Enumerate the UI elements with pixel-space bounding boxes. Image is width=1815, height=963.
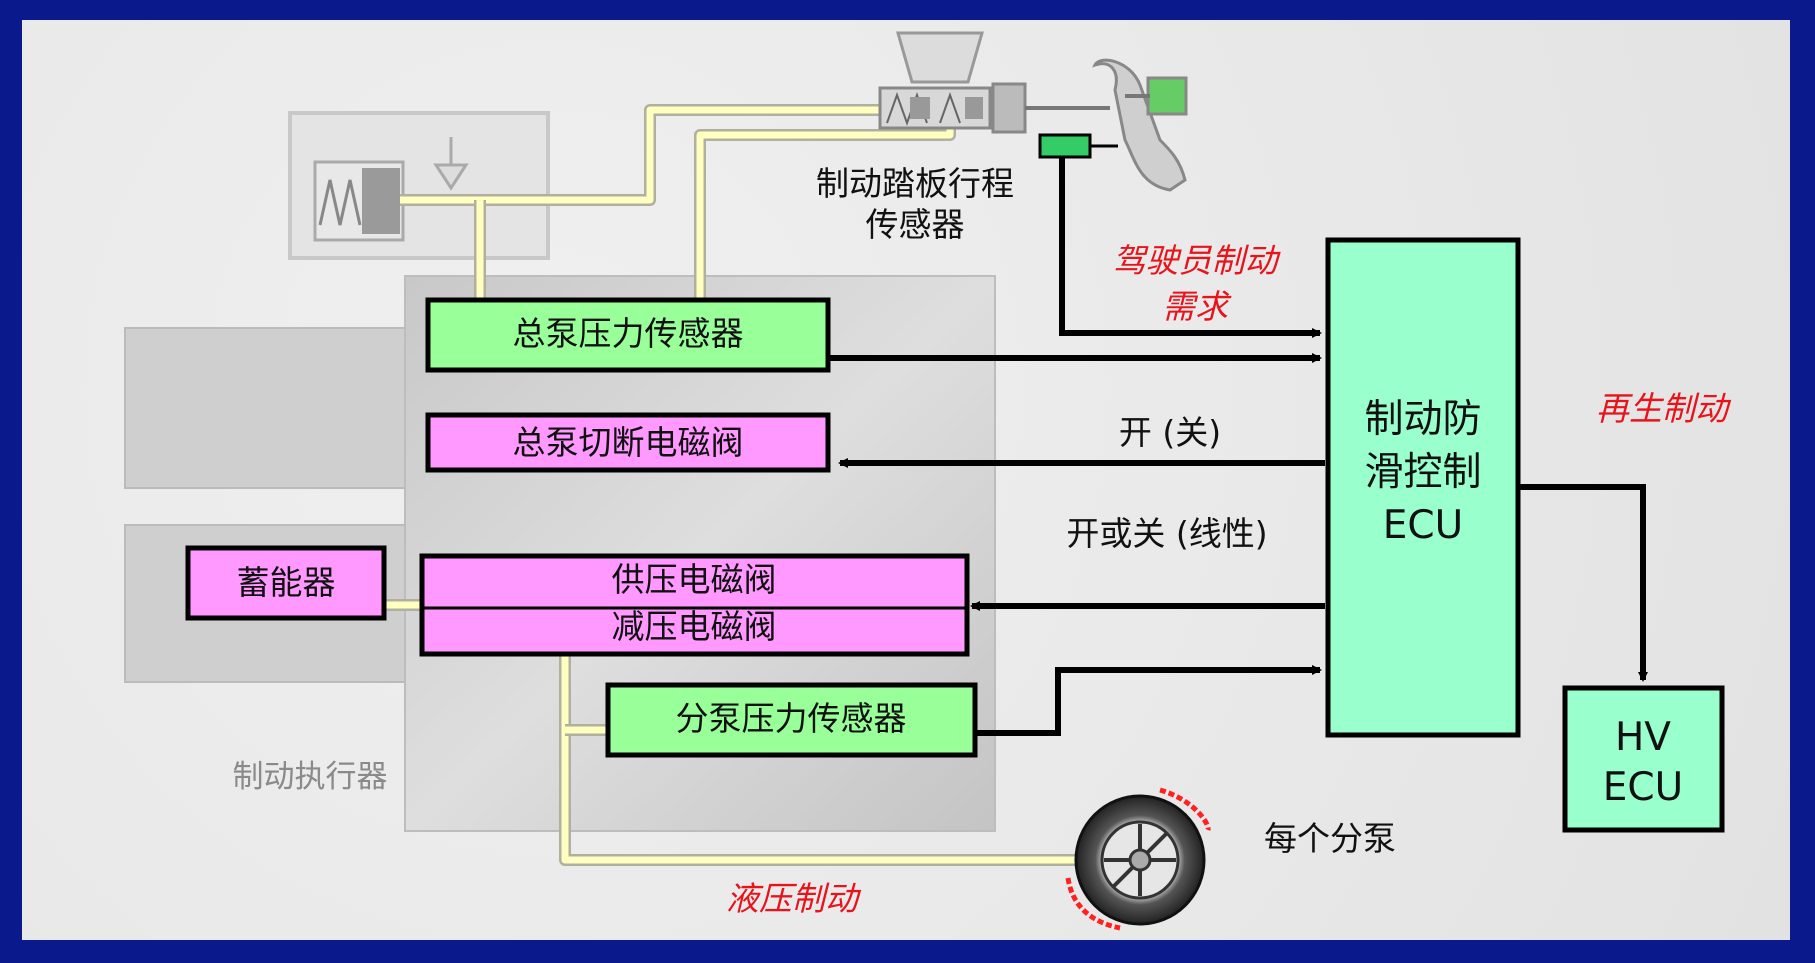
ecu-label-3: ECU xyxy=(1383,503,1463,548)
hv-ecu-label-1: HV xyxy=(1615,715,1671,760)
on-off-linear-label: 开或关 (线性) xyxy=(1066,514,1267,553)
master-cutoff-valve-label: 总泵切断电磁阀 xyxy=(513,423,744,462)
ecu-label-2: 滑控制 xyxy=(1364,450,1481,495)
solenoid-valve-box xyxy=(419,553,970,657)
signal-lines xyxy=(828,157,1648,736)
brake-pedal-assembly xyxy=(878,31,1188,192)
wheel-icon xyxy=(1065,787,1211,931)
master-pressure-sensor-box xyxy=(425,297,831,373)
regen-label: 再生制动 xyxy=(1596,389,1732,428)
supply-valve-label: 供压电磁阀 xyxy=(612,560,777,599)
actuator-label: 制动执行器 xyxy=(233,759,388,795)
reduce-valve-label: 减压电磁阀 xyxy=(612,607,777,646)
on-off-label: 开 (关) xyxy=(1119,413,1221,452)
master-pressure-sensor-label: 总泵压力传感器 xyxy=(513,314,744,353)
skid-control-ecu xyxy=(1325,237,1521,738)
accumulator-label: 蓄能器 xyxy=(237,563,336,602)
driver-demand-label-2: 需求 xyxy=(1162,287,1232,326)
ecu-label-1: 制动防 xyxy=(1364,397,1481,442)
wheel-pressure-sensor-label: 分泵压力传感器 xyxy=(676,699,907,738)
master-cutoff-valve-box xyxy=(425,412,831,473)
master-cylinder-unit xyxy=(288,111,550,260)
pedal-sensor-label-1: 制动踏板行程 xyxy=(816,164,1014,203)
driver-demand-label-1: 驾驶员制动 xyxy=(1113,241,1282,280)
pedal-sensor-label-2: 传感器 xyxy=(866,205,965,244)
each-wheel-label: 每个分泵 xyxy=(1264,819,1396,858)
hydraulic-label: 液压制动 xyxy=(726,879,862,918)
accumulator-box xyxy=(185,545,387,621)
wheel-pressure-sensor-box xyxy=(605,682,978,758)
hv-ecu xyxy=(1562,685,1725,833)
hv-ecu-label-2: ECU xyxy=(1603,765,1683,810)
